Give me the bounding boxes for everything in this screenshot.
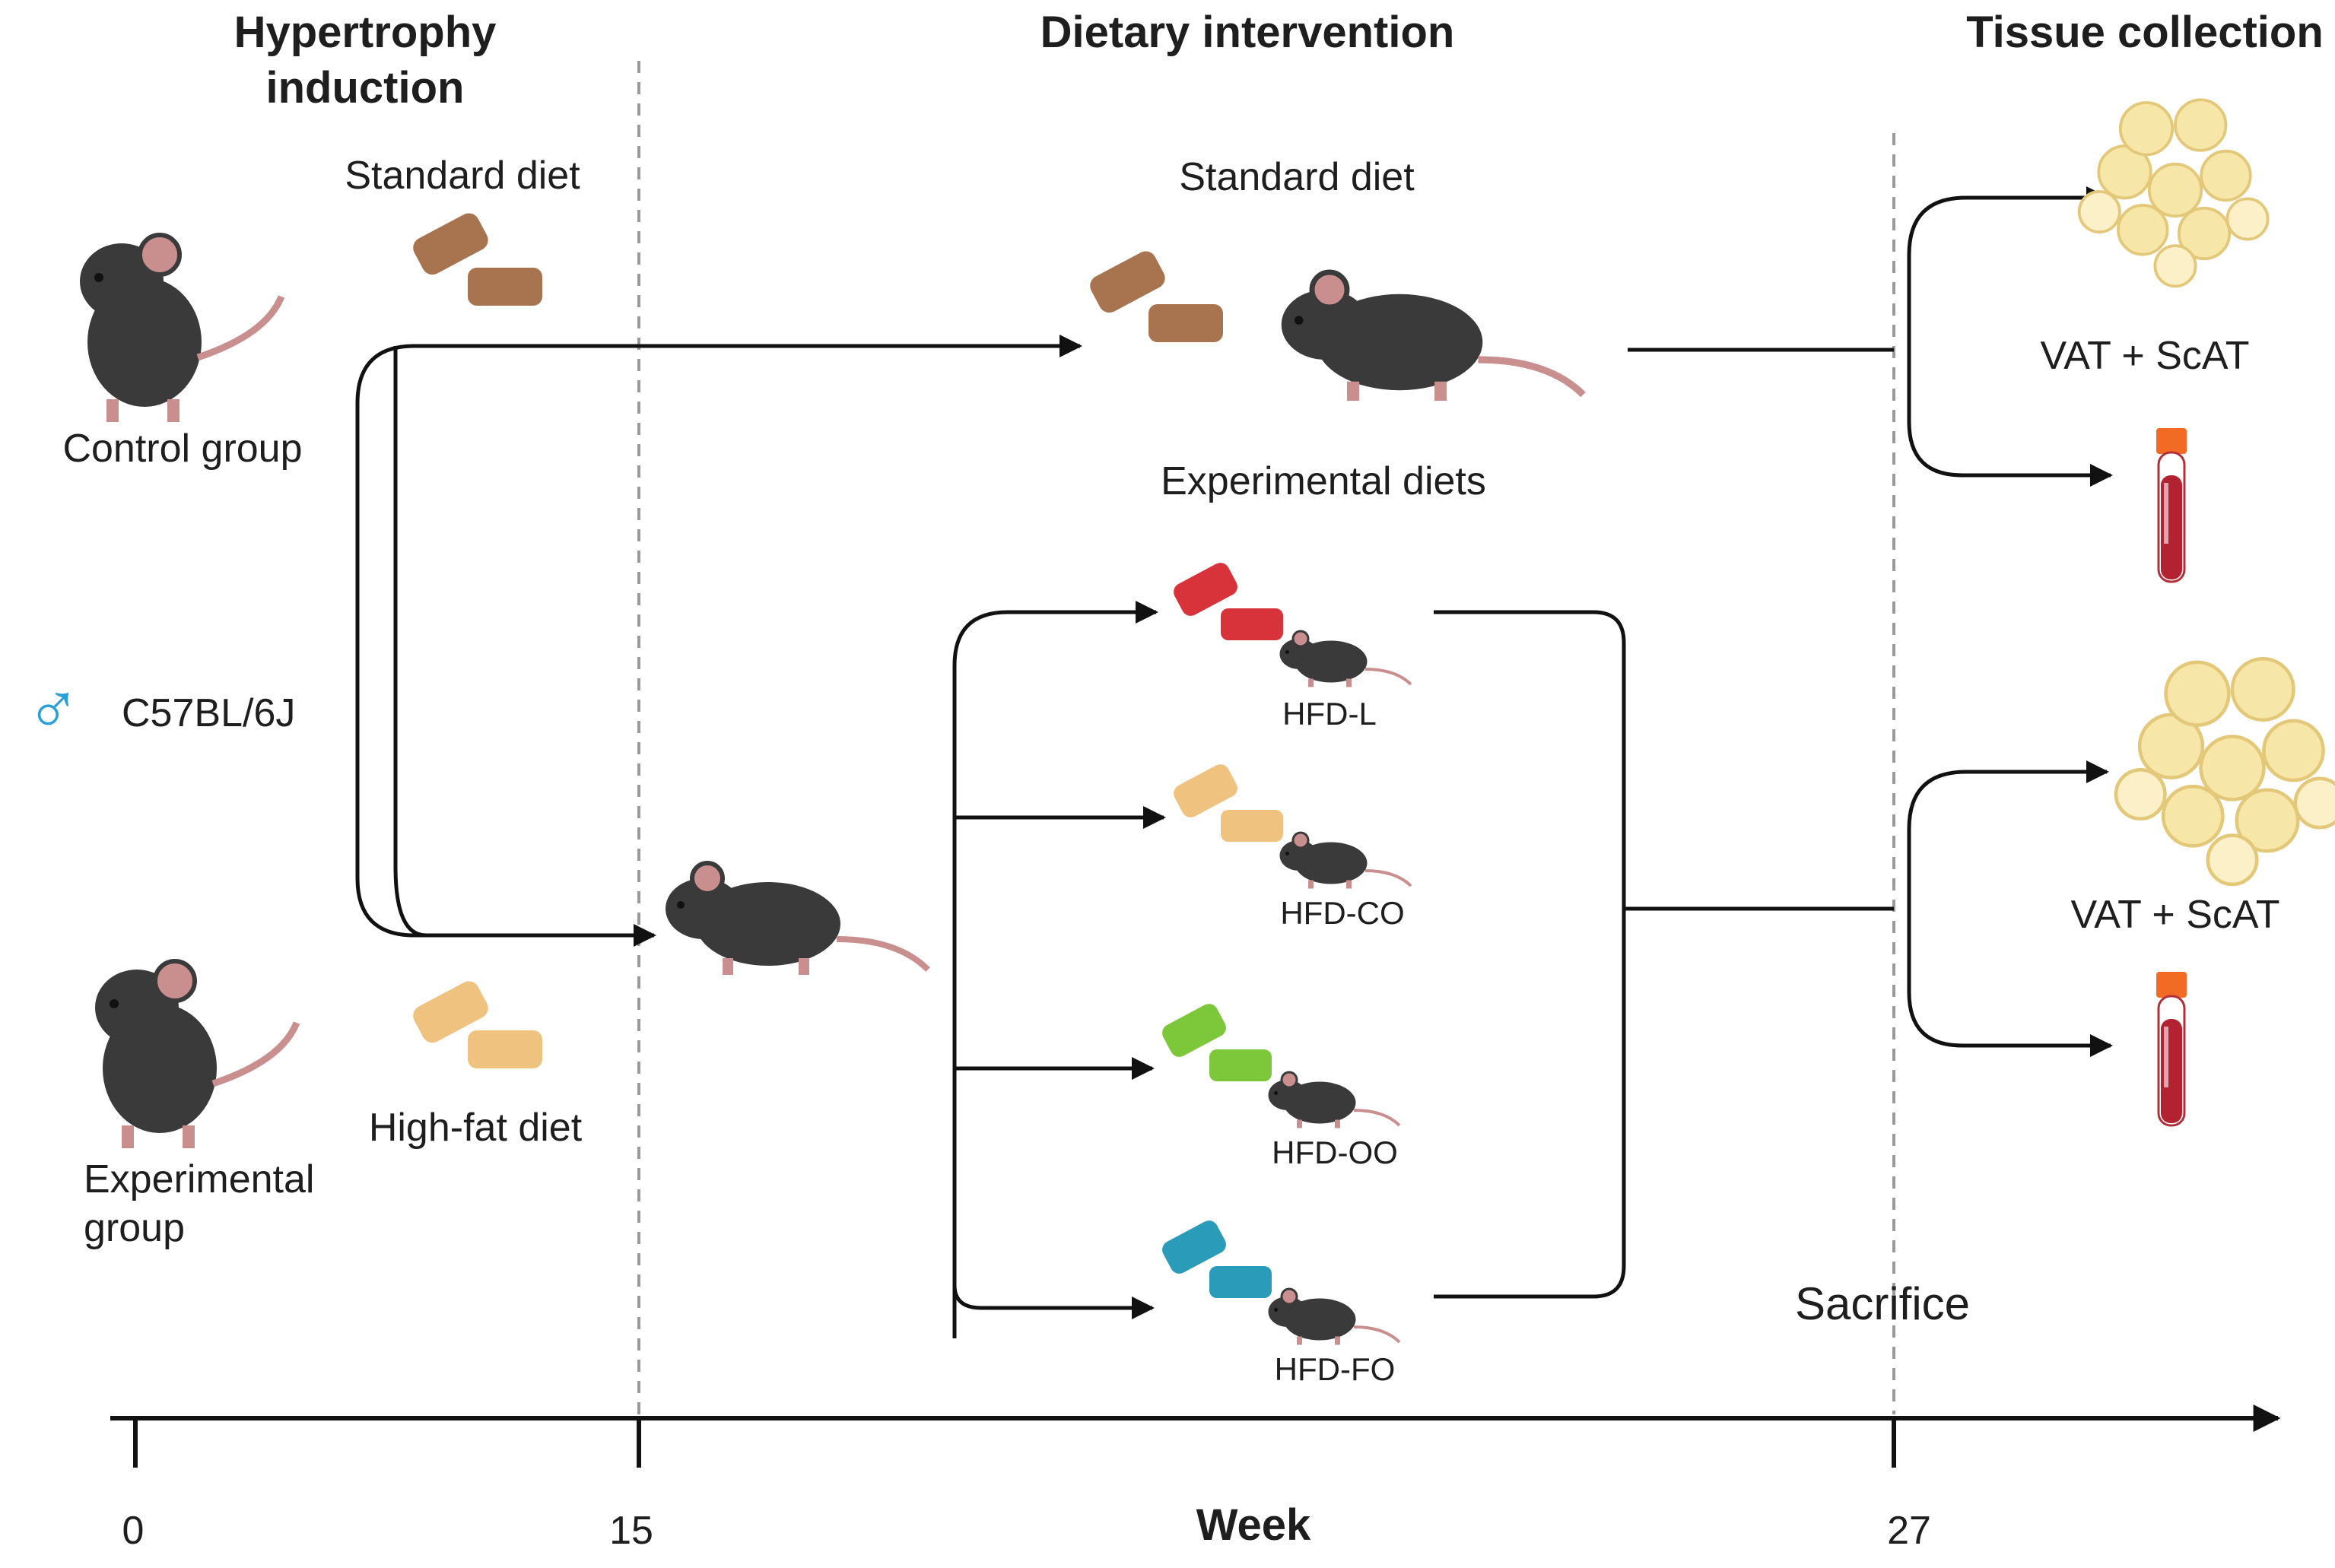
blood-tube-top-icon	[2155, 427, 2188, 583]
adipose-tissue-large-icon	[2116, 659, 2335, 884]
label-standard-diet-left: Standard diet	[345, 154, 580, 198]
label-high-fat-diet: High-fat diet	[369, 1106, 583, 1150]
mouse-hfd-fo-icon	[1266, 1287, 1401, 1347]
arrow-to-hfd-fo	[952, 1284, 1155, 1319]
label-hfd-co: HFD-CO	[1280, 895, 1404, 931]
tick-label-0: 0	[122, 1509, 145, 1553]
control-mouse-icon	[80, 235, 281, 422]
arrow-to-hfd-l	[952, 601, 1158, 1338]
standard-pellets-left	[413, 213, 542, 306]
label-experimental-group-line1: Experimental	[84, 1157, 314, 1201]
header-hypertrophy-line2: induction	[266, 63, 465, 113]
mouse-hfd-co-icon	[1278, 831, 1412, 890]
control-mouse-large-icon	[1282, 272, 1584, 401]
arrow-experimental-to-fat	[1907, 760, 2109, 909]
label-standard-diet-mid: Standard diet	[1179, 155, 1415, 199]
label-vat-scat-bottom: VAT + ScAT	[2070, 893, 2279, 937]
label-hfd-fo: HFD-FO	[1275, 1351, 1396, 1387]
pellets-hfd-fo	[1162, 1220, 1272, 1298]
tick-label-15: 15	[609, 1509, 653, 1553]
header-hypertrophy-line1: Hypertrophy	[234, 8, 497, 57]
tick-label-27: 27	[1887, 1509, 1931, 1553]
timeline-unit-label: Week	[1196, 1500, 1311, 1550]
label-sacrifice: Sacrifice	[1795, 1278, 1970, 1329]
arrow-experimental-to-blood	[1907, 909, 2113, 1057]
label-experimental-diets: Experimental diets	[1161, 459, 1486, 503]
male-icon: ♂	[26, 668, 81, 750]
mouse-hfd-oo-icon	[1266, 1071, 1401, 1130]
label-vat-scat-top: VAT + ScAT	[2040, 334, 2249, 378]
adipose-tissue-small-icon	[2077, 98, 2270, 288]
header-tissue-collection: Tissue collection	[1966, 8, 2324, 57]
standard-pellets-mid	[1090, 251, 1223, 342]
mouse-hfd-l-icon	[1278, 630, 1412, 689]
high-fat-pellets	[413, 981, 542, 1068]
arrow-control-to-standard	[355, 335, 1082, 404]
label-hfd-l: HFD-L	[1282, 696, 1377, 732]
arrow-control-to-fat	[1907, 186, 2109, 350]
experimental-mouse-icon	[95, 961, 297, 1148]
merge-bracket	[1434, 610, 1626, 1299]
label-control-group: Control group	[62, 427, 302, 471]
label-strain: C57BL/6J	[122, 691, 295, 735]
pellets-hfd-l	[1174, 563, 1283, 640]
obese-mouse-icon	[666, 863, 928, 975]
arrow-control-to-blood	[1907, 350, 2113, 487]
blood-tube-bottom-icon	[2155, 970, 2188, 1127]
label-experimental-group-line2: group	[84, 1206, 185, 1250]
branch-line-bottom	[393, 631, 427, 938]
pellets-hfd-oo	[1162, 1004, 1272, 1081]
label-hfd-oo: HFD-OO	[1272, 1135, 1398, 1170]
arrow-experimental-to-hfd	[355, 403, 656, 947]
header-dietary-intervention: Dietary intervention	[1040, 8, 1455, 57]
pellets-hfd-co	[1174, 764, 1283, 842]
